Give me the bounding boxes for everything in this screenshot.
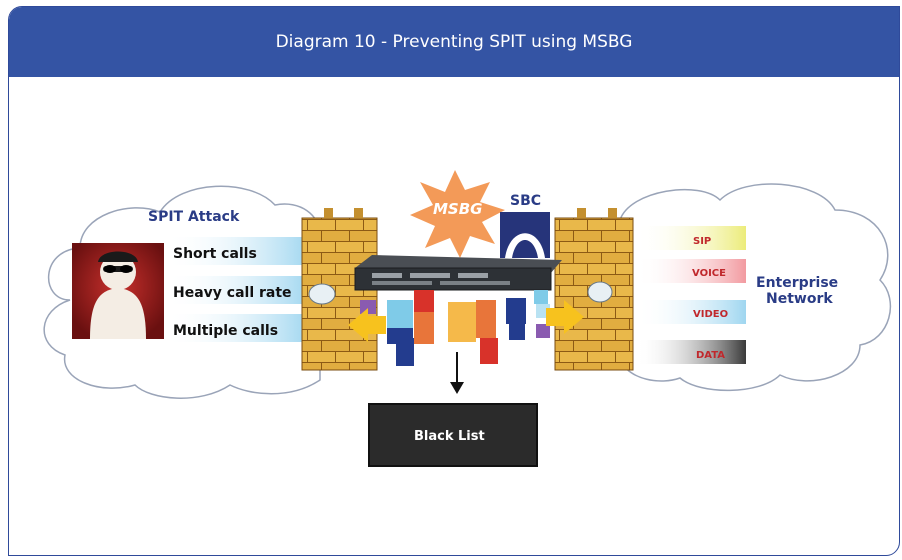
spit-attack-heading: SPIT Attack <box>148 209 240 225</box>
stream-sip: SIP <box>693 236 711 247</box>
blacklist-box <box>368 403 538 467</box>
attack-band-3 <box>165 314 310 342</box>
attack-heavy-call-rate: Heavy call rate <box>173 285 292 301</box>
blacklist-label: Black List <box>414 429 485 444</box>
right-firewall <box>554 208 634 371</box>
attack-band-1 <box>165 237 310 265</box>
msbg-logo: MSBG <box>410 170 505 258</box>
header-bar: Diagram 10 - Preventing SPIT using MSBG <box>9 7 899 77</box>
attack-band-2 <box>165 276 310 304</box>
sbc-logo <box>500 212 550 258</box>
packet-blocks <box>360 290 550 366</box>
down-arrow <box>450 352 464 394</box>
msbg-appliance <box>354 255 562 291</box>
attack-short-calls: Short calls <box>173 246 257 262</box>
left-yellow-arrow <box>348 308 386 342</box>
stream-video: VIDEO <box>693 309 728 320</box>
stream-band-video <box>636 300 746 324</box>
enterprise-network-line2: Network <box>766 291 833 307</box>
stream-data: DATA <box>696 350 725 361</box>
right-yellow-arrow <box>546 300 584 334</box>
stream-band-data <box>636 340 746 364</box>
stream-band-sip <box>636 226 746 250</box>
stream-voice: VOICE <box>692 268 726 279</box>
spy-icon <box>72 243 164 339</box>
stream-band-voice <box>636 259 746 283</box>
enterprise-network-line1: Enterprise <box>756 275 838 291</box>
attack-multiple-calls: Multiple calls <box>173 323 278 339</box>
diagram-title: Diagram 10 - Preventing SPIT using MSBG <box>275 32 633 52</box>
left-firewall <box>301 208 378 371</box>
msbg-logo-text: MSBG <box>433 200 482 218</box>
sbc-label: SBC <box>510 193 541 209</box>
